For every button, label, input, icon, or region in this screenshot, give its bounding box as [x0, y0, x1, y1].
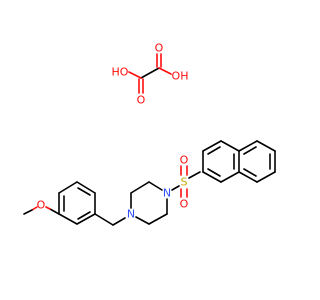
- atom-label-o-methoxy: O: [37, 199, 46, 212]
- bond: [31, 206, 38, 211]
- bond: [77, 211, 91, 220]
- bond: [256, 140, 276, 152]
- bond: [76, 181, 96, 194]
- bond: [238, 171, 258, 183]
- bond: [188, 171, 201, 179]
- bond: [238, 140, 258, 152]
- bond: [207, 146, 221, 155]
- bond: [128, 71, 142, 79]
- bond: [140, 67, 160, 79]
- bond: [77, 187, 91, 196]
- sulfonyl-group: S O O: [171, 154, 201, 211]
- atom-label-ho: HO: [112, 66, 129, 79]
- bond: [148, 213, 168, 225]
- atom-label-o-bottom: O: [137, 94, 146, 107]
- atom-label-oh: OH: [172, 70, 189, 83]
- bond: [58, 213, 78, 225]
- piperazine-ring: N N: [127, 181, 171, 225]
- bond: [243, 168, 257, 177]
- atom-label-o-sulfonyl-top: O: [180, 154, 189, 167]
- bond: [49, 208, 60, 215]
- bond: [202, 140, 222, 152]
- bond: [171, 185, 180, 191]
- bond: [243, 146, 257, 155]
- atom-label-s: S: [181, 176, 188, 189]
- molecule-diagram: HO O OH O O N N: [23, 42, 276, 226]
- bond: [76, 213, 96, 225]
- bond: [220, 140, 240, 152]
- bond: [94, 213, 114, 226]
- bond: [158, 67, 172, 75]
- bond: [220, 171, 240, 183]
- atom-label-o-sulfonyl-bottom: O: [180, 198, 189, 211]
- bond: [23, 209, 33, 215]
- bond: [58, 181, 78, 194]
- bond: [45, 206, 51, 210]
- bond: [256, 171, 276, 183]
- oxalic-acid: HO O OH O: [112, 42, 189, 107]
- bond: [148, 181, 163, 191]
- atom-label-o-top: O: [155, 42, 164, 55]
- atom-label-n-benzyl: N: [127, 208, 135, 221]
- bond: [135, 216, 150, 225]
- bond: [130, 181, 150, 194]
- naphthalene-group: [202, 140, 276, 183]
- atom-label-n-sulfonyl: N: [163, 187, 171, 200]
- bond: [207, 168, 221, 177]
- bond: [112, 217, 126, 226]
- methoxybenzyl-group: O: [23, 181, 126, 226]
- bond: [202, 171, 222, 183]
